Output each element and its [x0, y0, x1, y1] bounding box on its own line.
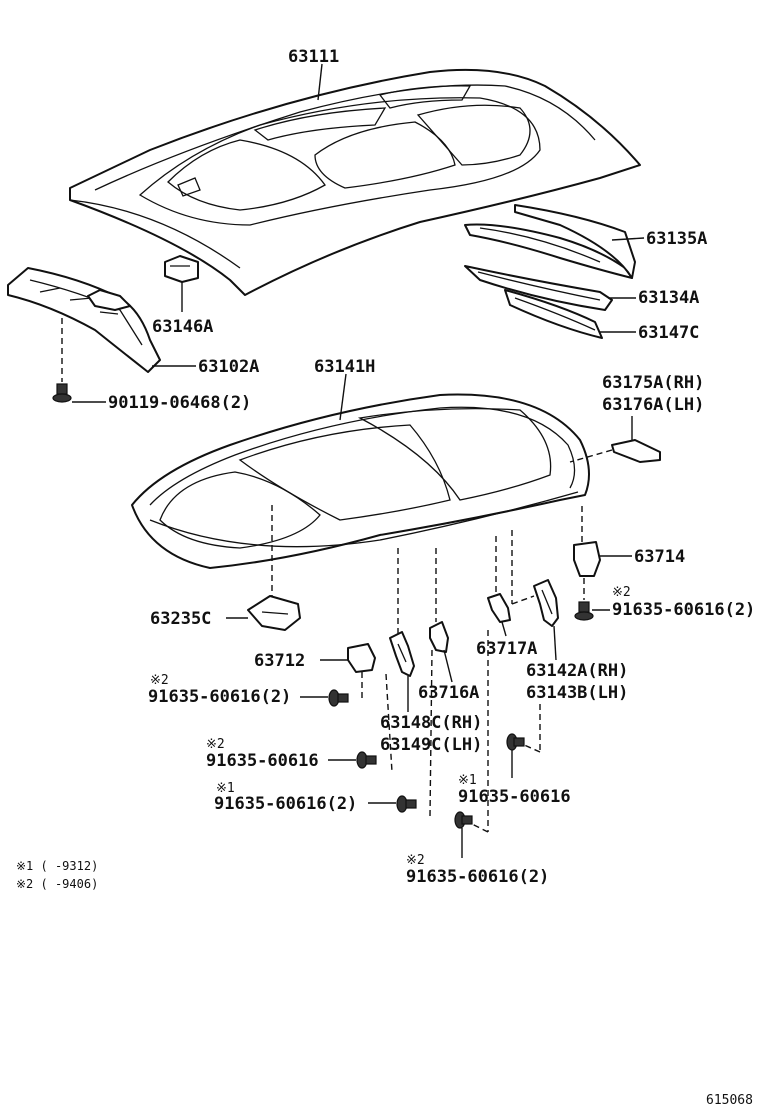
label-63111: 63111 — [288, 47, 339, 67]
label-63146A: 63146A — [152, 317, 213, 337]
label-90119: 90119-06468(2) — [108, 393, 251, 413]
label-63143B: 63143B(LH) — [526, 683, 628, 703]
label-91635-mid3: 91635-60616 — [458, 787, 571, 807]
part-63148C-63149C — [389, 631, 415, 677]
label-63142A: 63142A(RH) — [526, 661, 628, 681]
label-63176A: 63176A(LH) — [602, 395, 704, 415]
label-91635-left: 91635-60616(2) — [148, 687, 291, 707]
note-91635-left: ※2 — [150, 673, 169, 688]
figure-id: 615068 — [706, 1093, 753, 1108]
part-63102A — [7, 267, 161, 373]
part-63142A-63143B — [533, 579, 559, 627]
part-63134A — [464, 265, 613, 311]
note-91635-mid2: ※1 — [216, 781, 235, 796]
part-63716A — [429, 621, 449, 653]
part-63135A — [464, 204, 636, 279]
roof-panel-63111 — [69, 68, 641, 296]
label-91635-mid2: 91635-60616(2) — [214, 794, 357, 814]
part-63175A-63176A — [611, 439, 661, 463]
bolt-90119 — [52, 383, 72, 403]
label-63102A: 63102A — [198, 357, 259, 377]
label-63141H: 63141H — [314, 357, 375, 377]
leader-63135A — [611, 237, 645, 241]
part-63141H — [131, 393, 590, 569]
label-91635-mid1: 91635-60616 — [206, 751, 319, 771]
part-63712 — [347, 643, 376, 673]
label-63175A: 63175A(RH) — [602, 373, 704, 393]
label-63714: 63714 — [634, 547, 685, 567]
leader-63716A — [443, 649, 453, 683]
label-63712: 63712 — [254, 651, 305, 671]
label-63235C: 63235C — [150, 609, 211, 629]
bolt-91635-mid2 — [396, 795, 417, 813]
part-63147C — [504, 289, 603, 339]
note-91635-mid1: ※2 — [206, 737, 225, 752]
note-91635-bottom: ※2 — [406, 853, 425, 868]
note-91635-mid3: ※1 — [458, 773, 477, 788]
bolt-91635-mid3 — [506, 733, 525, 751]
note-91635-right: ※2 — [612, 585, 631, 600]
leader-63111 — [317, 63, 323, 101]
label-63135A: 63135A — [646, 229, 707, 249]
bolt-91635-right — [574, 601, 594, 621]
bolt-91635-left — [328, 689, 349, 707]
label-63717A: 63717A — [476, 639, 537, 659]
bolt-91635-bottom — [454, 811, 473, 829]
part-63146A — [164, 255, 199, 283]
footnote-1: ※1 ( -9312) — [16, 859, 98, 873]
label-63716A: 63716A — [418, 683, 479, 703]
bolt-91635-mid1 — [356, 751, 377, 769]
label-91635-bottom: 91635-60616(2) — [406, 867, 549, 887]
leader-63717A — [501, 621, 507, 637]
label-91635-right: 91635-60616(2) — [612, 600, 755, 620]
part-63717A — [487, 593, 511, 623]
label-63134A: 63134A — [638, 288, 699, 308]
part-63714 — [573, 541, 601, 577]
label-63147C: 63147C — [638, 323, 699, 343]
part-63235C — [247, 595, 301, 631]
footnote-2: ※2 ( -9406) — [16, 877, 98, 891]
leader-63141H — [339, 373, 347, 421]
